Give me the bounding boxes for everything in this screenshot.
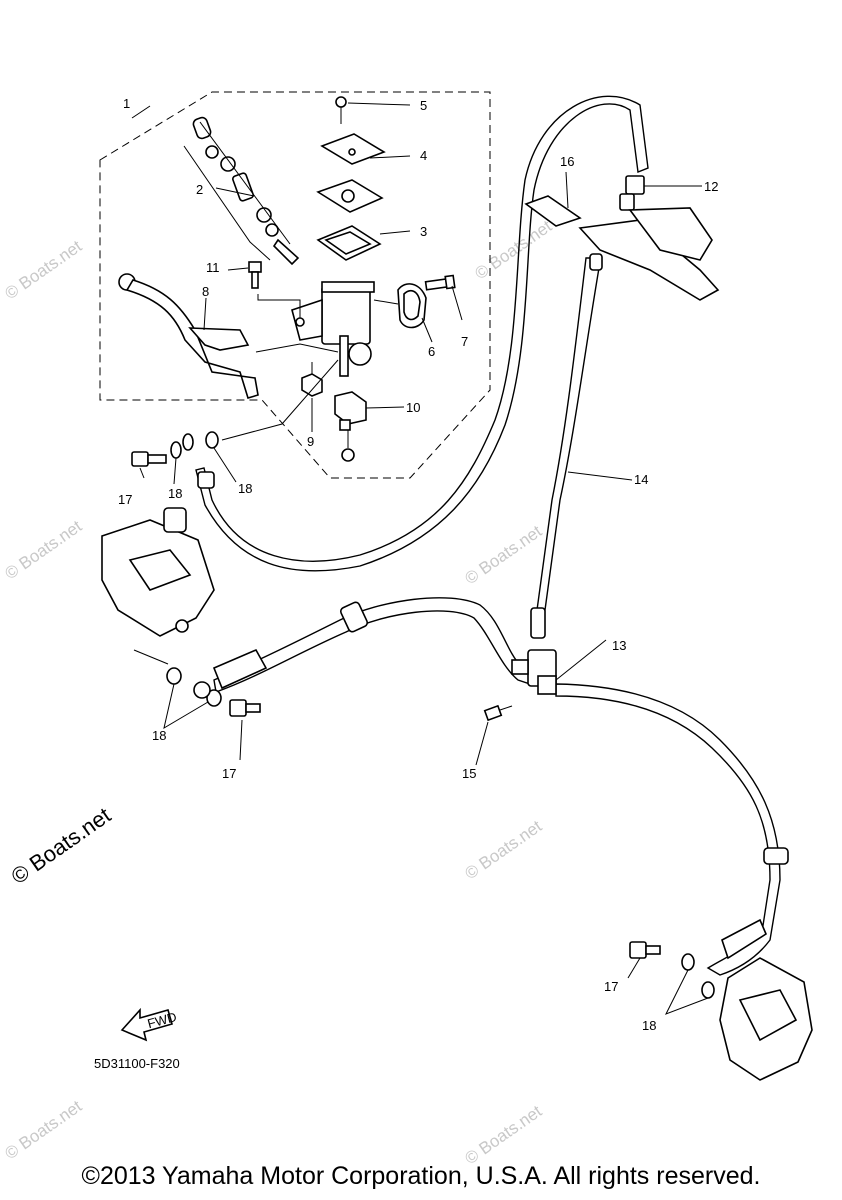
- fwd-label: FWD: [146, 1009, 178, 1031]
- reservoir-parts: [316, 96, 386, 261]
- callout-18-lower-right: 18: [642, 1018, 656, 1033]
- callout-18-lower-left: 18: [152, 728, 166, 743]
- brake-lever: [118, 273, 259, 399]
- callout-10: 10: [406, 400, 420, 415]
- callout-13: 13: [612, 638, 626, 653]
- callout-6: 6: [428, 344, 435, 359]
- watermark: © Boats.net: [1, 1096, 85, 1163]
- handlebar-holder: [373, 283, 427, 329]
- callout-9: 9: [307, 434, 314, 449]
- watermark-large: © Boats.net: [7, 802, 116, 889]
- watermark: © Boats.net: [461, 521, 545, 588]
- watermark: © Boats.net: [471, 216, 555, 283]
- union-bolt-upper: [131, 451, 167, 467]
- callout-14: 14: [634, 472, 648, 487]
- washers-lower-left: [166, 667, 222, 707]
- callout-4: 4: [420, 148, 427, 163]
- callout-8: 8: [202, 284, 209, 299]
- hose-fitting: [197, 471, 215, 489]
- callout-1: 1: [123, 96, 130, 111]
- master-cylinder-body: [291, 281, 375, 377]
- copyright-notice: ©2013 Yamaha Motor Corporation, U.S.A. A…: [81, 1162, 761, 1190]
- watermark: © Boats.net: [461, 1101, 545, 1168]
- callout-17-lower-left: 17: [222, 766, 236, 781]
- callout-17-lower-right: 17: [604, 979, 618, 994]
- watermark: © Boats.net: [1, 516, 85, 583]
- brake-hose-14: [536, 257, 601, 611]
- callout-7: 7: [461, 334, 468, 349]
- union-bolt-lower-right: [629, 941, 661, 959]
- pivot-bolt: [248, 261, 301, 318]
- front-caliper-left: [101, 507, 215, 637]
- callout-18-upper-b: 18: [238, 481, 252, 496]
- callout-3: 3: [420, 224, 427, 239]
- washers-lower-right: [681, 953, 715, 999]
- callout-15: 15: [462, 766, 476, 781]
- forward-arrow-icon: FWD: [120, 1007, 178, 1042]
- joint-bolt: [483, 704, 513, 722]
- callout-5: 5: [420, 98, 427, 113]
- union-bolt-lower-left: [229, 699, 261, 717]
- three-way-joint: [511, 649, 557, 695]
- upper-brake-hose: [195, 95, 649, 572]
- master-cylinder-assembly-outline: [99, 91, 491, 479]
- washers-upper: [170, 431, 219, 459]
- callout-12: 12: [704, 179, 718, 194]
- brake-switch: [334, 391, 367, 462]
- callout-16: 16: [560, 154, 574, 169]
- holder-bolt: [424, 274, 456, 291]
- brake-hose-13: [213, 597, 531, 693]
- hose-bracket: [524, 195, 720, 301]
- nut: [301, 362, 323, 397]
- watermark: © Boats.net: [1, 236, 85, 303]
- callout-2: 2: [196, 182, 203, 197]
- watermark-group: © Boats.net © Boats.net © Boats.net © Bo…: [1, 216, 555, 1168]
- callout-labels: 1 2 3 4 5 6 7 8 9 10 11 12 13 14 15 16 1…: [118, 96, 718, 1033]
- leader-lines: [131, 102, 709, 1015]
- hose-joint-fitting: [619, 175, 645, 211]
- callout-11: 11: [206, 260, 220, 275]
- front-caliper-right: [719, 957, 813, 1081]
- piston-kit: [183, 116, 300, 266]
- callout-18-upper-a: 18: [168, 486, 182, 501]
- watermark: © Boats.net: [461, 816, 545, 883]
- diagram-code: 5D31100-F320: [94, 1056, 180, 1071]
- callout-17-upper: 17: [118, 492, 132, 507]
